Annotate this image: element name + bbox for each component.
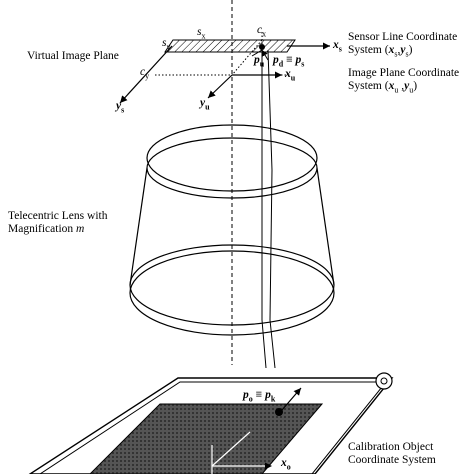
symbol-po-equiv-pk: po ≡ pk [243, 389, 276, 404]
symbol-xo: xo [281, 457, 291, 472]
symbol-yu: yu [200, 97, 210, 112]
lens-left-edge [129, 167, 148, 286]
lens-bottom-ellipse-inner [129, 250, 335, 336]
calibration-object-label: Calibration Object Coordinate System [348, 441, 436, 467]
symbol-cy: cy [140, 66, 150, 81]
pd-point [259, 44, 265, 50]
sensor-line-system-line2: System (xs,ys) [348, 44, 413, 59]
symbol-sy: sy [162, 37, 171, 52]
sensor-line-system-label: Sensor Line Coordinate System (xs,ys) [348, 31, 457, 60]
po-point [275, 408, 283, 416]
image-y-axis [207, 74, 233, 99]
sensor-line [164, 39, 296, 53]
symbol-pd-equiv-ps: pd ≡ ps [273, 54, 305, 69]
image-plane-system-label: Image Plane Coordinate System (xu ,yu) [348, 67, 459, 96]
pd-arrow [261, 49, 269, 61]
calibration-grid [89, 403, 324, 474]
image-plane-system-line1: Image Plane Coordinate [348, 67, 460, 79]
pu-arrow [251, 49, 263, 57]
ray-left [261, 50, 267, 369]
sensor-line-system-line1: Sensor Line Coordinate [348, 31, 458, 43]
symbol-xs: xs [333, 39, 342, 54]
conveyor-inner [39, 381, 388, 474]
image-plane-dotted-diagonal [231, 39, 263, 76]
object-axis-diag [211, 431, 251, 467]
lens-label-line2: Magnification m [8, 223, 85, 235]
sensor-y-axis [119, 45, 173, 104]
object-axis-up [281, 387, 302, 411]
image-plane-system-line2: System (xu ,yu) [348, 80, 418, 95]
ray-right [267, 49, 276, 369]
virtual-image-plane-label: Virtual Image Plane [27, 50, 119, 62]
lens-label-line1: Telecentric Lens with [8, 210, 108, 222]
lens-top-ellipse-outer [146, 124, 318, 192]
lens-bottom-ellipse-outer [129, 244, 335, 326]
lens-right-edge [316, 167, 335, 286]
lens-label: Telecentric Lens with Magnification m [8, 210, 107, 236]
conveyor-roller-end [375, 372, 393, 390]
calibration-object-line1: Calibration Object [348, 441, 434, 453]
conveyor-roller-hub [380, 377, 388, 385]
symbol-pu: pu [254, 54, 265, 69]
symbol-ys: ys [116, 100, 125, 115]
symbol-sx: sx [197, 26, 206, 41]
symbol-cx: cx [257, 24, 267, 39]
calibration-object-line2: Coordinate System [348, 454, 436, 466]
symbol-xu: xu [285, 68, 296, 83]
